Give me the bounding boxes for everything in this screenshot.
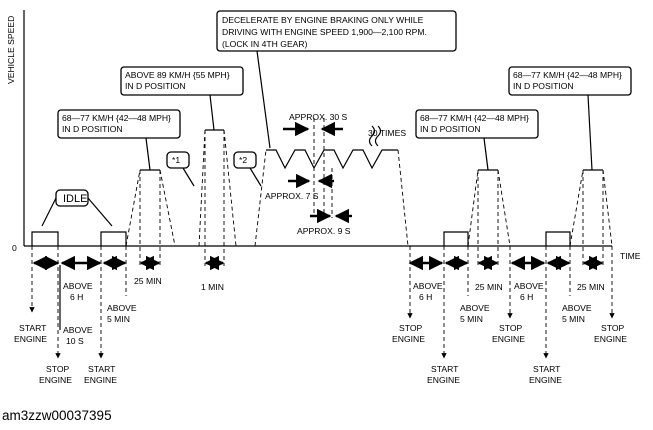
svg-text:ENGINE: ENGINE [14, 334, 47, 344]
svg-text:IN D POSITION: IN D POSITION [513, 81, 574, 91]
svg-text:30 TIMES: 30 TIMES [368, 128, 406, 138]
svg-text:STOP: STOP [46, 364, 70, 374]
svg-text:*1: *1 [172, 155, 180, 165]
idle-label: IDLE [63, 193, 87, 205]
cycle-annotations: APPROX. 30 S 30 TIMES APPROX. 7 S APPROX… [265, 112, 406, 236]
x-axis-label: TIME [620, 251, 641, 261]
note-1-callout: *1 [166, 151, 195, 187]
decelerate-callout: DECELERATE BY ENGINE BRAKING ONLY WHILE … [216, 10, 457, 149]
svg-text:IN D POSITION: IN D POSITION [62, 124, 123, 134]
speed-68-77-callout-2: 68—77 KM/H {42—48 MPH} IN D POSITION [415, 109, 539, 171]
svg-text:APPROX. 9 S: APPROX. 9 S [297, 226, 351, 236]
svg-text:ENGINE: ENGINE [492, 334, 525, 344]
svg-text:68—77 KM/H {42—48 MPH}: 68—77 KM/H {42—48 MPH} [513, 70, 622, 80]
svg-text:ENGINE: ENGINE [594, 334, 627, 344]
svg-text:ENGINE: ENGINE [529, 375, 562, 385]
figure-code: am3zzw00037395 [2, 408, 112, 423]
svg-text:5 MIN: 5 MIN [460, 314, 483, 324]
svg-text:ABOVE: ABOVE [413, 281, 443, 291]
svg-text:STOP: STOP [601, 323, 625, 333]
origin-label: 0 [12, 243, 17, 253]
svg-text:6 H: 6 H [520, 292, 533, 302]
svg-text:ABOVE: ABOVE [63, 325, 93, 335]
speed-89-callout: ABOVE 89 KM/H {55 MPH} IN D POSITION [120, 66, 244, 131]
svg-text:ENGINE: ENGINE [84, 375, 117, 385]
svg-text:68—77 KM/H {42—48 MPH}: 68—77 KM/H {42—48 MPH} [62, 113, 171, 123]
svg-text:START: START [88, 364, 116, 374]
svg-text:1 MIN: 1 MIN [201, 282, 224, 292]
svg-text:DRIVING WITH ENGINE SPEED 1,90: DRIVING WITH ENGINE SPEED 1,900—2,100 RP… [222, 27, 427, 37]
speed-profile [31, 125, 613, 266]
svg-text:ENGINE: ENGINE [39, 375, 72, 385]
svg-text:25 MIN: 25 MIN [134, 276, 162, 286]
y-axis-label: VEHICLE SPEED [6, 16, 16, 84]
svg-text:STOP: STOP [499, 323, 523, 333]
svg-text:*2: *2 [239, 155, 247, 165]
svg-text:ABOVE: ABOVE [63, 281, 93, 291]
svg-text:5 MIN: 5 MIN [107, 314, 130, 324]
idle-callout: IDLE [41, 189, 113, 227]
speed-68-77-callout-3: 68—77 KM/H {42—48 MPH} IN D POSITION [508, 66, 632, 171]
svg-text:25 MIN: 25 MIN [577, 282, 605, 292]
svg-text:STOP: STOP [399, 323, 423, 333]
event-labels: START ENGINE STOP ENGINE START ENGINE ST… [14, 323, 627, 385]
event-leaders [29, 246, 615, 359]
svg-text:68—77 KM/H {42—48 MPH}: 68—77 KM/H {42—48 MPH} [420, 113, 529, 123]
svg-text:ABOVE: ABOVE [514, 281, 544, 291]
svg-text:START: START [533, 364, 561, 374]
svg-text:DECELERATE BY ENGINE BRAKING O: DECELERATE BY ENGINE BRAKING ONLY WHILE [222, 15, 424, 25]
svg-text:10 S: 10 S [66, 336, 84, 346]
svg-text:ENGINE: ENGINE [392, 334, 425, 344]
svg-text:START: START [431, 364, 459, 374]
svg-text:IN D POSITION: IN D POSITION [420, 124, 481, 134]
svg-text:ENGINE: ENGINE [427, 375, 460, 385]
svg-text:6 H: 6 H [70, 292, 83, 302]
timing-labels: ABOVE 6 H ABOVE 10 S ABOVE 5 MIN 25 MIN … [59, 265, 605, 346]
svg-text:APPROX. 7 S: APPROX. 7 S [265, 191, 319, 201]
svg-text:IN D POSITION: IN D POSITION [125, 81, 186, 91]
svg-text:ABOVE: ABOVE [107, 303, 137, 313]
svg-text:5 MIN: 5 MIN [562, 314, 585, 324]
svg-text:(LOCK IN 4TH GEAR): (LOCK IN 4TH GEAR) [222, 39, 308, 49]
svg-text:6 H: 6 H [419, 292, 432, 302]
svg-text:START: START [19, 323, 47, 333]
svg-text:ABOVE: ABOVE [562, 303, 592, 313]
speed-68-77-callout-1: 68—77 KM/H {42—48 MPH} IN D POSITION [57, 109, 181, 171]
note-2-callout: *2 [233, 151, 262, 187]
svg-text:APPROX. 30 S: APPROX. 30 S [289, 112, 348, 122]
svg-text:ABOVE 89 KM/H {55 MPH}: ABOVE 89 KM/H {55 MPH} [125, 70, 230, 80]
svg-text:ABOVE: ABOVE [460, 303, 490, 313]
svg-text:25 MIN: 25 MIN [475, 282, 503, 292]
